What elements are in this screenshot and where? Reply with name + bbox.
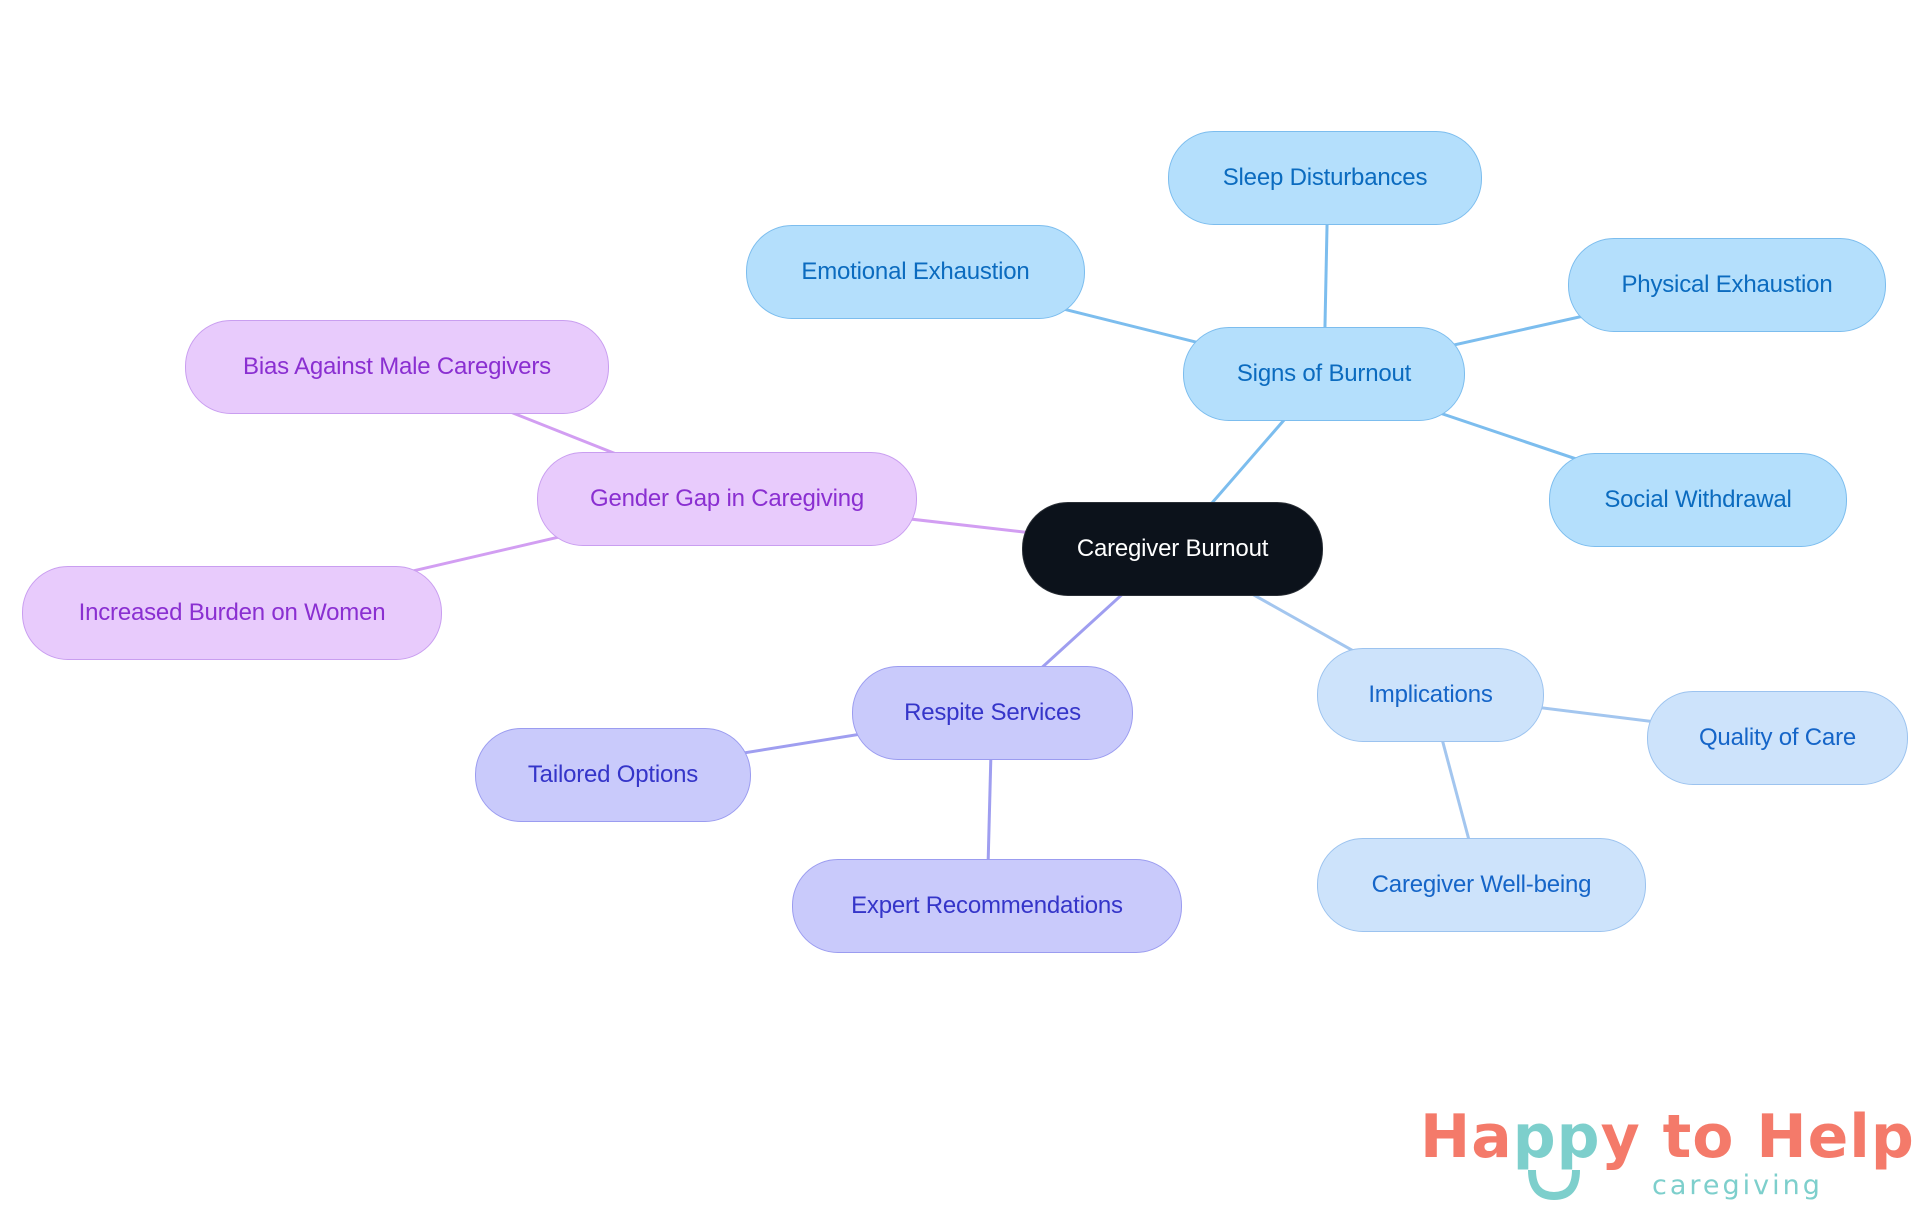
node-bias-against-male-caregivers[interactable]: Bias Against Male Caregivers <box>185 320 609 414</box>
logo-wordmark: Happy to Help <box>1420 1102 1915 1172</box>
smile-icon <box>1528 1169 1580 1201</box>
logo-text-rest: y to Help <box>1600 1102 1915 1172</box>
node-gender-gap-in-caregiving[interactable]: Gender Gap in Caregiving <box>537 452 917 546</box>
node-respite-services[interactable]: Respite Services <box>852 666 1133 760</box>
node-implications[interactable]: Implications <box>1317 648 1544 742</box>
node-caregiver-burnout[interactable]: Caregiver Burnout <box>1022 502 1323 596</box>
node-emotional-exhaustion[interactable]: Emotional Exhaustion <box>746 225 1085 319</box>
node-sleep-disturbances[interactable]: Sleep Disturbances <box>1168 131 1482 225</box>
node-tailored-options[interactable]: Tailored Options <box>475 728 751 822</box>
node-quality-of-care[interactable]: Quality of Care <box>1647 691 1908 785</box>
brand-logo: Happy to Help caregiving <box>1420 1100 1914 1215</box>
logo-text-pp: pp <box>1512 1102 1601 1172</box>
logo-subtitle: caregiving <box>1652 1170 1823 1201</box>
node-caregiver-well-being[interactable]: Caregiver Well-being <box>1317 838 1646 932</box>
node-social-withdrawal[interactable]: Social Withdrawal <box>1549 453 1847 547</box>
node-expert-recommendations[interactable]: Expert Recommendations <box>792 859 1182 953</box>
logo-text-ha: Ha <box>1420 1102 1513 1172</box>
node-signs-of-burnout[interactable]: Signs of Burnout <box>1183 327 1465 421</box>
node-increased-burden-on-women[interactable]: Increased Burden on Women <box>22 566 442 660</box>
node-physical-exhaustion[interactable]: Physical Exhaustion <box>1568 238 1886 332</box>
